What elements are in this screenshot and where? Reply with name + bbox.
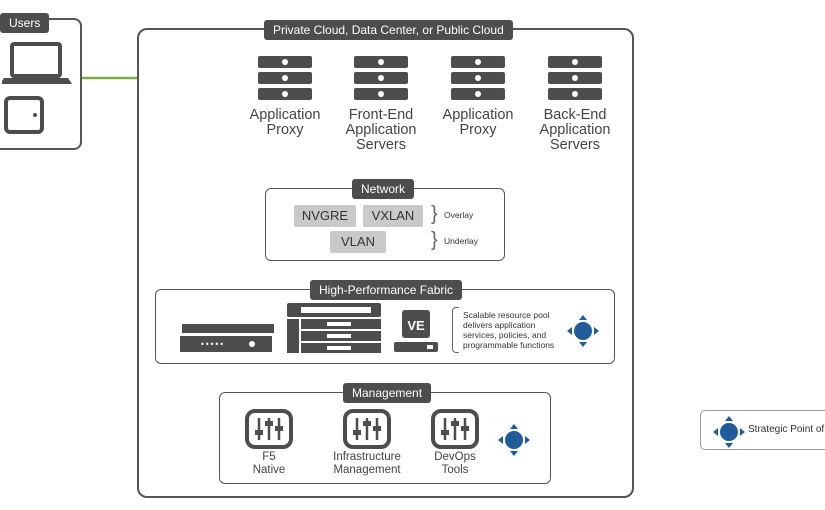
overlay-label: Overlay	[444, 210, 474, 220]
server-rack-icon	[451, 56, 505, 100]
mixer-icon	[245, 409, 293, 449]
strategic-point-icon	[712, 415, 746, 454]
mixer-icon	[343, 409, 391, 449]
chassis-icon	[287, 303, 381, 353]
underlay-brace: }	[431, 229, 438, 251]
laptop-icon	[2, 42, 72, 84]
nvgre-pill: NVGRE	[294, 205, 356, 227]
svg-text:•••••: •••••	[200, 340, 224, 349]
fabric-brace	[452, 307, 459, 353]
overlay-brace: }	[431, 203, 438, 225]
vxlan-pill: VXLAN	[363, 205, 423, 227]
tablet-icon	[4, 96, 44, 134]
vlan-pill: VLAN	[330, 231, 386, 253]
server-rack-icon	[258, 56, 312, 100]
server-rack-icon	[548, 56, 602, 100]
ve-icon: VE	[394, 310, 438, 352]
underlay-label: Underlay	[444, 236, 479, 246]
strategic-point-icon	[566, 314, 600, 353]
legend-label: Strategic Point of	[748, 424, 825, 435]
fabric-title: High-Performance Fabric	[310, 280, 463, 300]
cloud-title: Private Cloud, Data Center, or Public Cl…	[264, 20, 513, 40]
strategic-point-icon	[497, 423, 531, 462]
mixer-icon	[431, 409, 479, 449]
appliance-icon: •••••	[180, 324, 274, 352]
server-rack-icon	[354, 56, 408, 100]
users-label: Users	[0, 13, 50, 33]
management-title: Management	[343, 383, 432, 403]
fabric-description: Scalable resource pool delivers applicat…	[463, 310, 555, 350]
network-title: Network	[352, 179, 415, 199]
management-panel	[219, 392, 551, 484]
ve-label: VE	[407, 318, 425, 333]
